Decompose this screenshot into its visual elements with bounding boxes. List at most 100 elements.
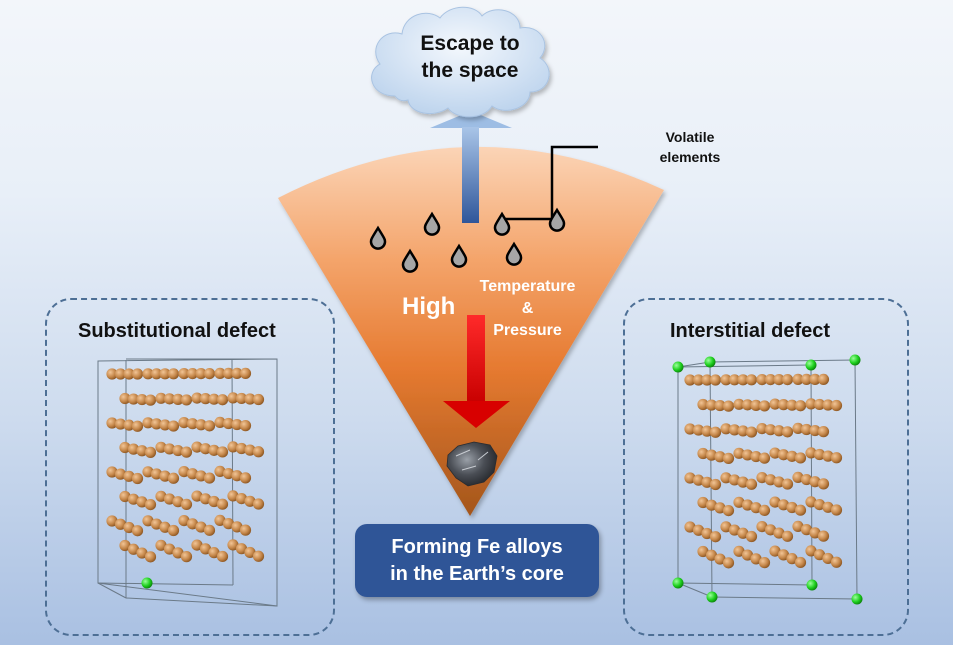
atom (180, 551, 193, 563)
atom (709, 478, 722, 491)
atom (235, 392, 248, 405)
atom (750, 502, 762, 514)
atom (172, 393, 184, 405)
atom (758, 557, 771, 569)
atom (672, 577, 684, 589)
atom (252, 393, 265, 406)
atom (794, 452, 807, 464)
atom (172, 444, 184, 457)
droplet-icon (423, 211, 441, 236)
atom (813, 398, 826, 411)
atom (817, 426, 830, 438)
substitutional-defect-panel (45, 298, 335, 636)
atom (144, 394, 157, 406)
atom (813, 499, 826, 511)
atom (805, 447, 817, 459)
atom (239, 472, 252, 484)
atom (720, 374, 732, 386)
atom (199, 393, 212, 405)
atom (805, 545, 817, 557)
atom (806, 579, 818, 591)
atom (142, 368, 154, 380)
atom (813, 448, 826, 461)
atom (119, 490, 131, 503)
atom (720, 472, 732, 484)
atom (684, 423, 696, 435)
rock-highlight (455, 449, 489, 471)
atom (167, 368, 180, 380)
atom (737, 374, 749, 386)
atom (800, 524, 813, 536)
atom (741, 499, 754, 511)
atom (777, 449, 790, 461)
atom (817, 373, 830, 385)
atom (144, 446, 157, 458)
atom (180, 446, 193, 458)
atom (186, 468, 199, 480)
atom (728, 374, 741, 386)
atom (720, 521, 732, 533)
atom (235, 442, 248, 455)
atom (227, 539, 239, 551)
atom (741, 399, 754, 411)
atom (180, 394, 193, 406)
atom (123, 368, 135, 380)
atom (758, 452, 771, 464)
interstitial-defect-title: Interstitial defect (670, 320, 831, 342)
atom (195, 470, 207, 482)
atom (697, 496, 709, 509)
atom (178, 417, 190, 429)
atom (136, 547, 148, 559)
volatile-elements-label: Volatile elements (640, 127, 740, 167)
atom (231, 367, 243, 379)
atom (781, 374, 794, 386)
atom (127, 443, 140, 455)
temperature-pressure-label: Temperature & Pressure (465, 276, 590, 342)
atom (728, 474, 741, 486)
atom (195, 368, 207, 380)
atom (830, 399, 843, 412)
atom (119, 441, 131, 454)
atom (805, 496, 817, 508)
atom (773, 425, 785, 437)
atom (167, 420, 180, 432)
atom (119, 392, 131, 405)
atom (159, 368, 171, 380)
atom (159, 470, 171, 482)
atom (809, 424, 821, 437)
atom (764, 374, 777, 386)
atom (172, 547, 184, 559)
atom (191, 539, 203, 551)
atom (214, 465, 226, 477)
core-label-line1: Forming Fe alloys (391, 535, 563, 558)
atom (737, 527, 749, 539)
atom (722, 452, 735, 464)
atom (714, 399, 726, 412)
volatile-label-line2: elements (659, 149, 721, 165)
atom (167, 524, 180, 537)
atom (817, 530, 830, 542)
atom (701, 425, 713, 437)
atom (672, 361, 684, 373)
volatile-droplets (369, 207, 566, 273)
atom (692, 474, 705, 486)
atom (227, 441, 239, 453)
atom (203, 524, 216, 536)
atom (127, 543, 140, 555)
atom (714, 502, 726, 514)
atom (792, 422, 804, 434)
atom (701, 476, 713, 488)
atom (216, 498, 229, 510)
atom (773, 374, 785, 386)
atom (792, 471, 804, 483)
atom (203, 368, 216, 380)
atom (244, 495, 256, 507)
atom (709, 426, 722, 438)
atom (178, 368, 190, 380)
atom (705, 549, 718, 561)
atom (106, 417, 118, 429)
atom (141, 577, 153, 589)
atom (794, 504, 807, 516)
atom (155, 392, 167, 404)
atom (769, 398, 781, 410)
